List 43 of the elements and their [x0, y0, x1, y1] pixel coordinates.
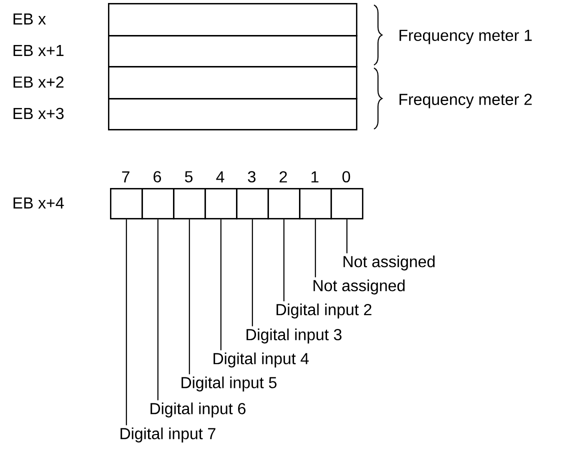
row-label: EB x+1: [14, 45, 64, 56]
row-label: EB x: [14, 14, 46, 24]
leader-line: [346, 219, 348, 254]
leader-line: [126, 219, 127, 426]
leader-text: Digital input 7: [120, 428, 216, 442]
byte-row: [108, 66, 358, 100]
bit-number: 4: [216, 171, 224, 182]
leader-text: Not assigned: [344, 256, 435, 270]
group-label: Frequency meter 1: [400, 30, 532, 44]
leader-line: [220, 219, 222, 350]
bit-number: 2: [280, 171, 287, 182]
bit-number: 3: [248, 171, 256, 182]
leader-text: Digital input 2: [276, 304, 372, 318]
leader-text: Digital input 3: [246, 328, 342, 344]
bit-number: 7: [122, 171, 130, 182]
bit-cell: [268, 188, 300, 220]
bit-cell: [173, 188, 206, 220]
leader-text: Not assigned: [314, 280, 405, 294]
leader-line: [283, 219, 284, 302]
leader-text: Digital input 5: [182, 376, 276, 392]
group-label: Frequency meter 2: [400, 94, 532, 108]
byte-row: [108, 35, 358, 68]
leader-line: [188, 219, 190, 374]
bit-cell: [299, 188, 332, 220]
bit-cell: [142, 188, 174, 220]
row-label: EB x+3: [14, 108, 64, 120]
bit-cell: [330, 188, 364, 220]
byte-row: [108, 3, 358, 36]
row-label: EB x+2: [14, 76, 64, 88]
row-label: EB x+4: [14, 198, 64, 208]
leader-line: [252, 219, 253, 326]
bit-number: 6: [154, 171, 161, 182]
bit-cell: [110, 188, 143, 220]
leader-text: Digital input 4: [214, 352, 309, 368]
leader-line: [157, 219, 158, 400]
bit-number: 0: [342, 171, 350, 182]
leader-line: [314, 219, 316, 278]
bit-cell: [204, 188, 238, 220]
byte-row: [108, 98, 358, 130]
bit-number: 5: [184, 171, 193, 182]
leader-text: Digital input 6: [150, 402, 246, 418]
bit-number: 1: [312, 171, 318, 182]
bit-cell: [236, 188, 269, 220]
